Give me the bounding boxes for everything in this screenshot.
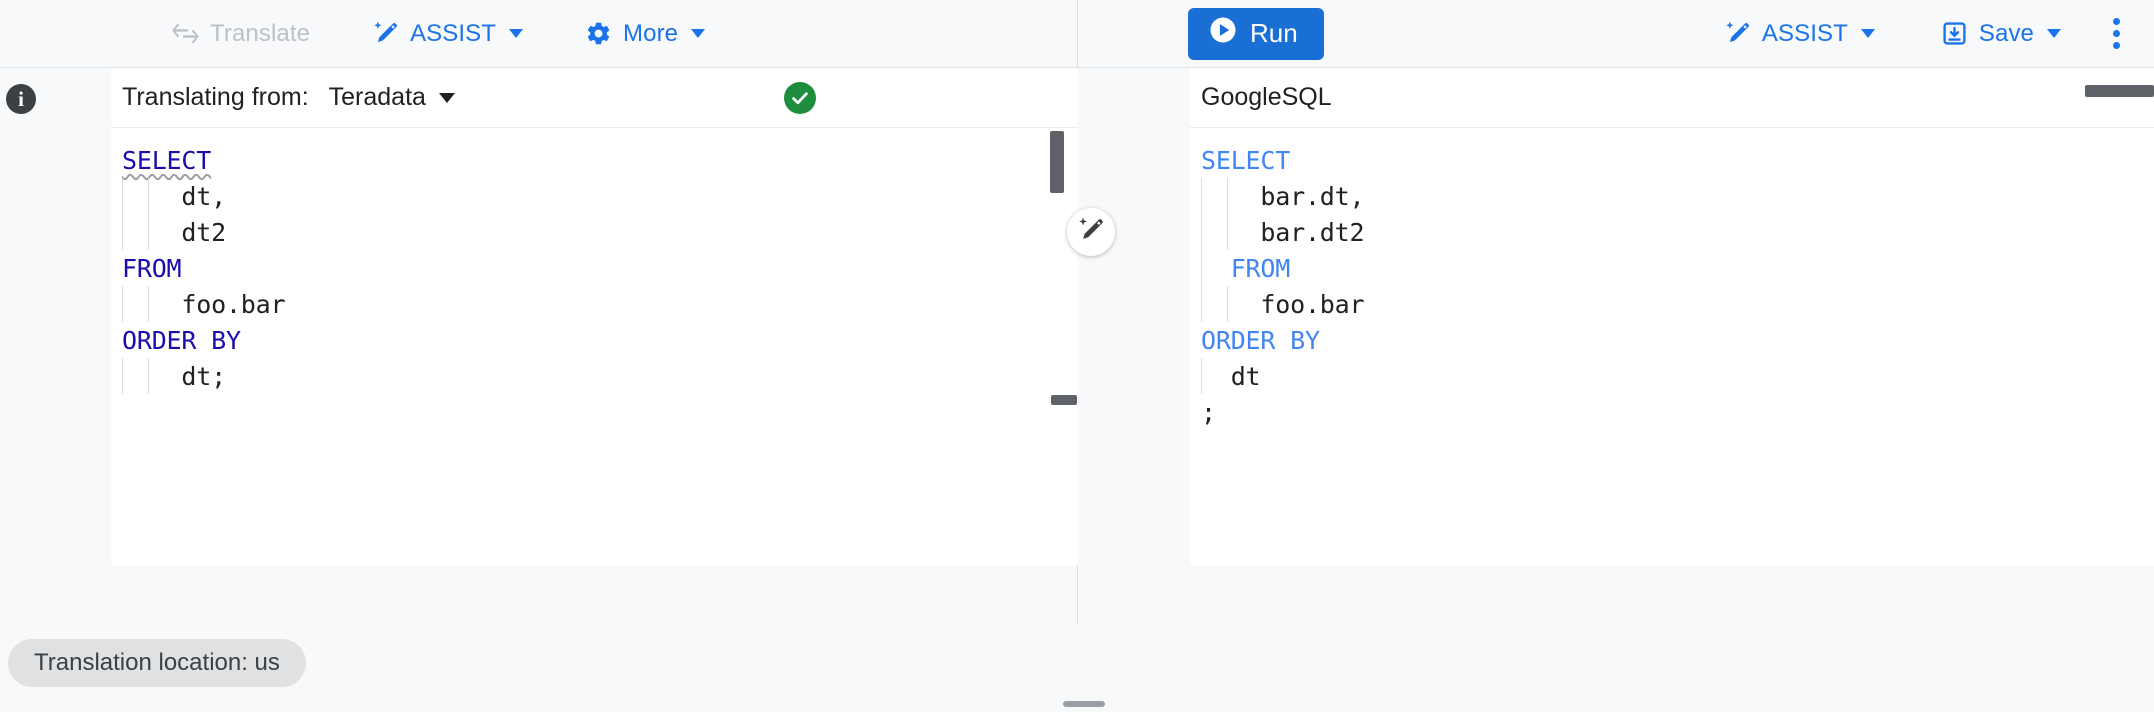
run-label: Run bbox=[1250, 18, 1298, 48]
code-text: FROM bbox=[1201, 253, 1291, 283]
editor-panes: Translating from: Teradata i 1SELECT2 dt… bbox=[0, 68, 2154, 625]
magic-wand-icon bbox=[1724, 20, 1751, 47]
target-gutter-strip bbox=[1079, 128, 1190, 565]
code-line[interactable]: 7 dt bbox=[1190, 358, 2154, 394]
source-pane: Translating from: Teradata i 1SELECT2 dt… bbox=[0, 68, 1078, 625]
indent-guide bbox=[1201, 250, 1202, 286]
code-text: bar.dt2 bbox=[1201, 217, 1365, 247]
code-text: FROM bbox=[122, 253, 182, 283]
code-line[interactable]: 6ORDER BY bbox=[111, 322, 1078, 358]
magic-wand-fab[interactable] bbox=[1067, 208, 1115, 256]
code-line[interactable]: 1SELECT bbox=[111, 142, 1078, 178]
code-line[interactable]: 5 foo.bar bbox=[111, 286, 1078, 322]
source-horizontal-scrollbar[interactable] bbox=[1051, 395, 1077, 405]
indent-guide bbox=[122, 286, 123, 322]
top-toolbar: Translate ASSIST More bbox=[0, 0, 2154, 68]
code-line[interactable]: 9 bbox=[1190, 430, 2154, 466]
indent-guide bbox=[148, 286, 149, 322]
target-language-bar: GoogleSQL bbox=[1190, 68, 2154, 128]
code-line[interactable]: 8; bbox=[1190, 394, 2154, 430]
code-text: dt2 bbox=[122, 217, 226, 247]
indent-guide bbox=[1227, 178, 1228, 214]
run-button[interactable]: Run bbox=[1188, 7, 1324, 60]
code-line[interactable]: 2 dt, bbox=[111, 178, 1078, 214]
save-button[interactable]: Save bbox=[1937, 14, 2065, 53]
code-text: foo.bar bbox=[1201, 289, 1365, 319]
code-text: ORDER BY bbox=[1201, 325, 1320, 355]
save-icon bbox=[1941, 20, 1968, 47]
chevron-down-icon bbox=[1860, 29, 1875, 38]
target-dialect-value: GoogleSQL bbox=[1201, 83, 1332, 111]
code-text: dt bbox=[1201, 361, 1261, 391]
check-circle-icon bbox=[784, 82, 816, 114]
play-circle-icon bbox=[1208, 15, 1238, 52]
indent-guide bbox=[122, 358, 123, 394]
assist-button-left[interactable]: ASSIST bbox=[368, 14, 527, 53]
source-code-editor[interactable]: 1SELECT2 dt,3 dt24FROM5 foo.bar6ORDER BY… bbox=[111, 128, 1078, 565]
indent-guide bbox=[122, 178, 123, 214]
status-bar: Translation location: us bbox=[0, 625, 2154, 712]
code-line[interactable]: 5 foo.bar bbox=[1190, 286, 2154, 322]
assist-button-right[interactable]: ASSIST bbox=[1720, 14, 1879, 53]
translate-button[interactable]: Translate bbox=[168, 14, 314, 53]
code-text: ; bbox=[1201, 397, 1216, 427]
chevron-down-icon bbox=[691, 29, 706, 38]
indent-guide bbox=[1201, 178, 1202, 214]
panel-resize-handle[interactable] bbox=[1063, 701, 1105, 707]
indent-guide bbox=[1201, 358, 1202, 394]
indent-guide bbox=[148, 214, 149, 250]
code-text: foo.bar bbox=[122, 289, 286, 319]
source-gutter-strip bbox=[0, 128, 111, 565]
indent-guide bbox=[122, 214, 123, 250]
assist-label-left: ASSIST bbox=[410, 19, 497, 47]
chevron-down-icon bbox=[438, 92, 455, 103]
kebab-menu-icon[interactable] bbox=[2103, 10, 2130, 57]
code-line[interactable]: 4 FROM bbox=[1190, 250, 2154, 286]
source-dialect-value: Teradata bbox=[328, 83, 426, 111]
code-text: bar.dt, bbox=[1201, 181, 1365, 211]
source-language-bar: Translating from: Teradata bbox=[111, 68, 1078, 128]
translation-location-chip[interactable]: Translation location: us bbox=[8, 639, 306, 687]
assist-label-right: ASSIST bbox=[1761, 19, 1848, 47]
code-text: dt, bbox=[122, 181, 226, 211]
chevron-down-icon bbox=[509, 29, 524, 38]
source-dialect-dropdown[interactable]: Teradata bbox=[329, 83, 455, 112]
more-label: More bbox=[623, 19, 679, 47]
save-label: Save bbox=[1978, 19, 2034, 47]
code-line[interactable]: 8 bbox=[111, 394, 1078, 430]
code-line[interactable]: 3 bar.dt2 bbox=[1190, 214, 2154, 250]
swap-arrows-icon bbox=[172, 20, 199, 47]
code-line[interactable]: 2 bar.dt, bbox=[1190, 178, 2154, 214]
gear-icon bbox=[585, 20, 612, 47]
toolbar-left-group: Translate ASSIST More bbox=[0, 0, 1078, 68]
code-line[interactable]: 7 dt; bbox=[111, 358, 1078, 394]
code-line[interactable]: 6ORDER BY bbox=[1190, 322, 2154, 358]
translating-from-label: Translating from: bbox=[122, 83, 309, 111]
magic-wand-icon bbox=[1077, 216, 1105, 249]
code-line[interactable]: 4FROM bbox=[111, 250, 1078, 286]
code-text: SELECT bbox=[122, 145, 212, 175]
chevron-down-icon bbox=[2047, 29, 2061, 38]
indent-guide bbox=[148, 178, 149, 214]
indent-guide bbox=[1227, 286, 1228, 322]
info-icon[interactable]: i bbox=[6, 84, 36, 114]
target-code-editor[interactable]: 1SELECT2 bar.dt,3 bar.dt24 FROM5 foo.bar… bbox=[1190, 128, 2154, 565]
code-text: SELECT bbox=[1201, 145, 1291, 175]
indent-guide bbox=[1201, 286, 1202, 322]
magic-wand-icon bbox=[372, 20, 399, 47]
code-line[interactable]: 1SELECT bbox=[1190, 142, 2154, 178]
code-line[interactable]: 3 dt2 bbox=[111, 214, 1078, 250]
code-text: dt; bbox=[122, 361, 226, 391]
target-pane: GoogleSQL 1SELECT2 bar.dt,3 bar.dt24 FRO… bbox=[1079, 68, 2154, 625]
code-text: ORDER BY bbox=[122, 325, 241, 355]
indent-guide bbox=[1227, 214, 1228, 250]
indent-guide bbox=[1201, 214, 1202, 250]
toolbar-right-group: Run ASSIST bbox=[1078, 0, 2154, 68]
target-horizontal-scrollbar[interactable] bbox=[2085, 85, 2154, 97]
more-button[interactable]: More bbox=[581, 14, 709, 53]
source-vertical-scrollbar[interactable] bbox=[1050, 131, 1064, 193]
indent-guide bbox=[148, 358, 149, 394]
translate-label: Translate bbox=[210, 19, 311, 47]
